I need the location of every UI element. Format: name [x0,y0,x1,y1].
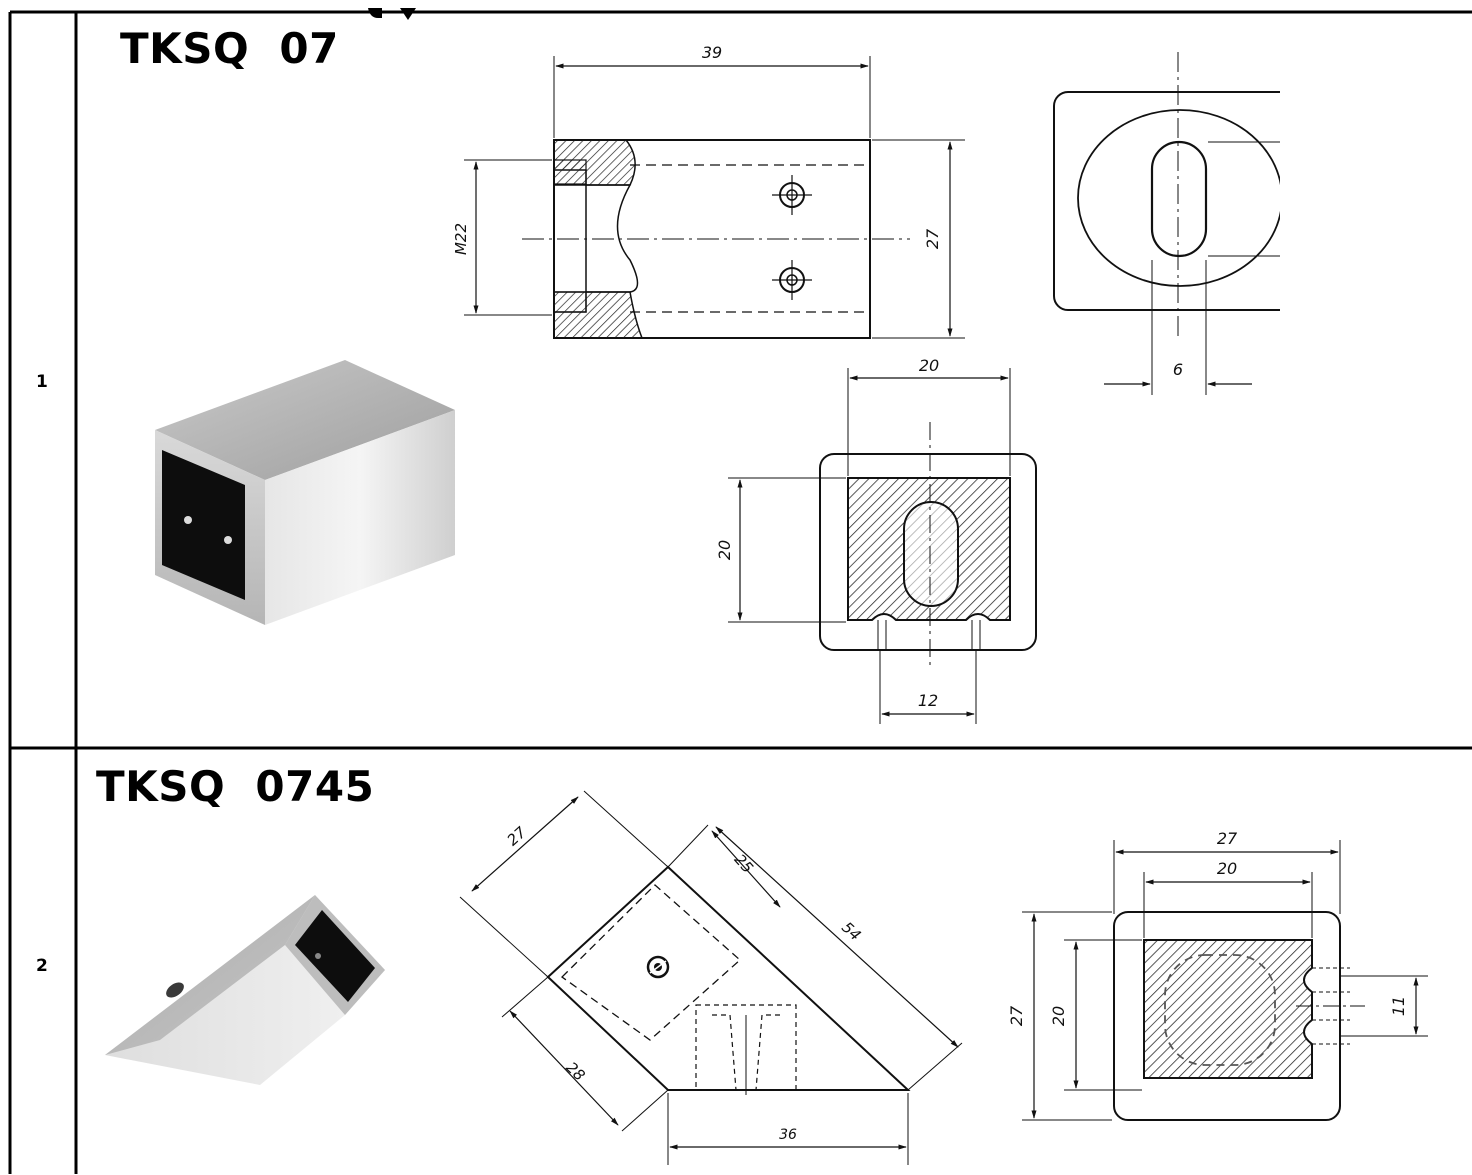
dim-39: 39 [702,43,722,62]
dim-20-height: 20 [715,540,734,560]
product-photo-2 [105,895,385,1085]
drawing-side-view-1: 39 27 M22 [452,43,965,339]
drawing-section-1: 20 20 12 [715,356,1037,724]
dim-28: 28 [562,1058,588,1084]
product-photo-1 [155,360,455,625]
dim-m22: M22 [452,223,470,255]
dim-36: 36 [779,1127,797,1143]
dim-12: 12 [918,691,938,710]
dim-20-width-2: 20 [1217,859,1237,878]
dim-25: 25 [731,851,757,877]
dim-27: 27 [923,228,942,249]
row-number-1: 1 [36,372,48,392]
dim-11: 11 [1389,996,1408,1016]
row-number-2: 2 [36,956,48,976]
dim-27-height: 27 [1007,1005,1026,1026]
dim-20-height-2: 20 [1049,1006,1068,1026]
dim-27-diagonal: 27 [504,823,531,849]
dim-54: 54 [838,918,864,944]
drawing-section-2: 27 20 27 20 11 [1007,829,1428,1121]
screw-hole-top [772,175,812,215]
drawing-end-view-1: 14 6 [1053,52,1280,395]
dim-27-width: 27 [1217,829,1238,848]
drawing-angled-view-2: 27 25 54 28 36 [459,790,963,1165]
product-code-1: TKSQ 07 [120,24,339,73]
dim-20-width: 20 [919,356,939,375]
screw-hole-bottom [772,260,812,300]
product-code-2: TKSQ 0745 [96,762,375,811]
dim-6: 6 [1173,360,1183,379]
